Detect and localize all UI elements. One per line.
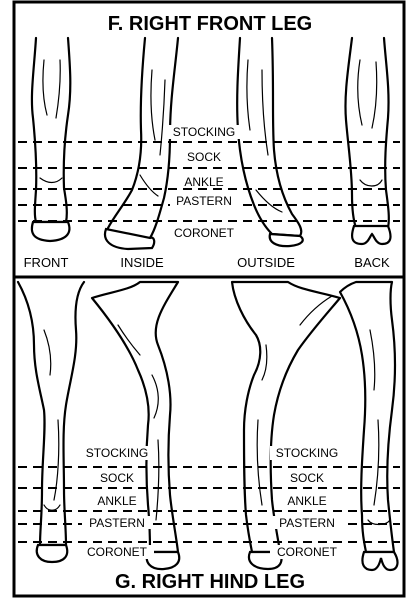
hind-leg-front-view — [18, 282, 84, 562]
hind-right-label-sock: SOCK — [290, 471, 324, 485]
front-label-coronet: CORONET — [174, 226, 235, 240]
hind-right-label-ankle: ANKLE — [287, 494, 326, 508]
hind-left-label-coronet: CORONET — [87, 545, 148, 559]
front-view-labels: FRONT INSIDE OUTSIDE BACK — [24, 255, 390, 270]
hind-left-label-stocking: STOCKING — [86, 446, 148, 460]
front-section-title: F. RIGHT FRONT LEG — [108, 13, 312, 35]
front-leg-inside-view — [105, 38, 178, 249]
view-label-back: BACK — [354, 255, 390, 270]
front-label-sock: SOCK — [187, 150, 221, 164]
view-label-front: FRONT — [24, 255, 69, 270]
hind-leg-back-view — [340, 282, 397, 570]
front-leg-front-view — [32, 38, 70, 241]
view-label-inside: INSIDE — [120, 255, 164, 270]
hind-marking-lines — [18, 467, 400, 542]
front-label-ankle: ANKLE — [184, 175, 223, 189]
hind-right-label-coronet: CORONET — [277, 545, 338, 559]
hind-left-label-pastern: PASTERN — [89, 516, 145, 530]
front-label-pastern: PASTERN — [176, 194, 232, 208]
front-label-stocking: STOCKING — [173, 125, 235, 139]
hind-right-label-stocking: STOCKING — [276, 446, 338, 460]
hind-left-label-sock: SOCK — [100, 471, 134, 485]
hind-right-label-pastern: PASTERN — [279, 516, 335, 530]
view-label-outside: OUTSIDE — [237, 255, 295, 270]
hind-section-title: G. RIGHT HIND LEG — [115, 571, 305, 593]
hind-left-label-ankle: ANKLE — [97, 494, 136, 508]
